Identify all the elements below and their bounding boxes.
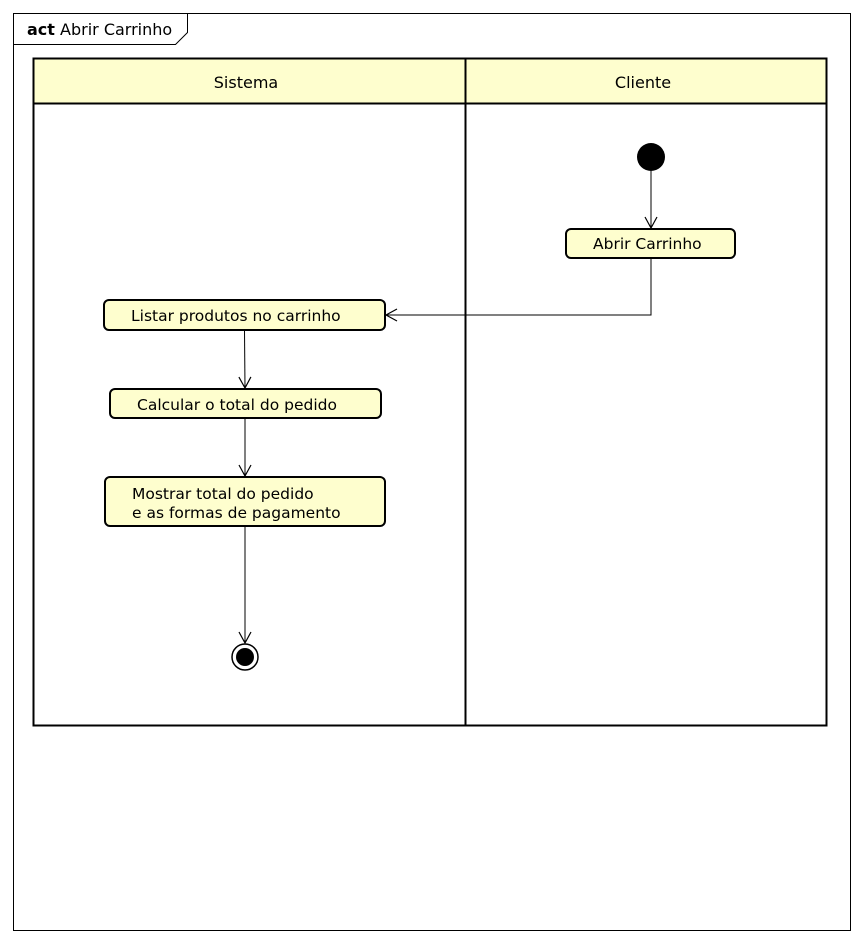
lane-header-cliente (465, 58, 827, 104)
action-listar-produtos: Listar produtos no carrinho (103, 299, 386, 331)
frame-kind: act (27, 20, 55, 39)
frame-label: act Abrir Carrinho (27, 20, 172, 39)
initial-node (637, 143, 665, 171)
lane-title-sistema: Sistema (214, 73, 278, 92)
action-calcular-total-label: Calcular o total do pedido (137, 396, 337, 414)
flow-abrir-to-listar (384, 258, 652, 322)
lane-header-sistema (33, 58, 466, 104)
action-abrir-carrinho: Abrir Carrinho (565, 228, 736, 259)
diagram-frame (13, 13, 851, 931)
frame-name: Abrir Carrinho (60, 20, 172, 39)
lane-title-cliente: Cliente (615, 73, 671, 92)
frame-label-tab (13, 13, 188, 45)
action-calcular-total: Calcular o total do pedido (109, 388, 382, 419)
final-node (231, 643, 259, 671)
action-mostrar-total-label-line2: e as formas de pagamento (132, 504, 341, 522)
action-mostrar-total-label-line1: Mostrar total do pedido (132, 485, 314, 503)
action-listar-produtos-label: Listar produtos no carrinho (131, 307, 341, 325)
swimlane-container (32, 57, 828, 727)
action-mostrar-total: Mostrar total do pedido e as formas de p… (104, 476, 386, 527)
flow-listar-to-calcular (238, 329, 252, 390)
action-abrir-carrinho-label: Abrir Carrinho (593, 235, 702, 253)
